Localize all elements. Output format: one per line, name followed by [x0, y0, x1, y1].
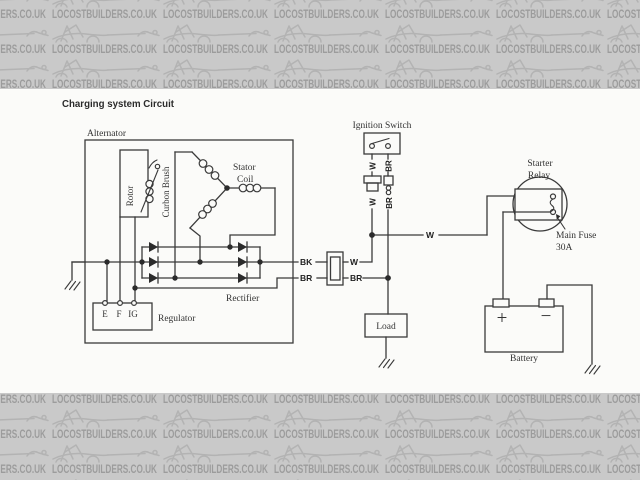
diode-icon — [149, 256, 159, 268]
ignition-switch-label: Ignition Switch — [353, 121, 412, 131]
diode-icon — [238, 241, 248, 253]
battery-negative-wire — [546, 284, 593, 365]
terminal-ig-label: IG — [128, 309, 138, 319]
wire-label-w: W — [369, 198, 378, 206]
diode-icon — [238, 272, 248, 284]
ground-icon — [64, 261, 86, 291]
starter-relay-label-line1: Starter — [527, 159, 553, 169]
junction-dots — [104, 232, 391, 291]
wire-label-br: BR — [300, 273, 312, 283]
stator-coil-symbol — [174, 151, 276, 229]
wire-label-br: BR — [385, 160, 394, 172]
diode-icon — [149, 272, 159, 284]
page-title: Charging system Circuit — [62, 99, 175, 110]
regulator-symbol — [92, 216, 153, 331]
ignition-switch: Ignition Switch W W BR BR — [353, 121, 412, 279]
starter-relay: Starter Relay Main Fuse 30A — [502, 159, 596, 253]
load-label: Load — [376, 322, 396, 332]
wire-label-bk: BK — [300, 257, 313, 267]
stator-label-line2: Coil — [237, 175, 254, 185]
stator-label-line1: Stator — [233, 163, 257, 173]
alternator-box — [84, 139, 294, 344]
main-fuse-label-line1: Main Fuse — [556, 231, 596, 241]
load: Load — [364, 277, 408, 369]
output-connector-section: BK BR W BR — [300, 234, 389, 286]
alternator-assembly: Alternator Rotor Curbon Brush — [64, 129, 299, 344]
wire-label-w: W — [369, 162, 378, 170]
rotor-symbol — [119, 149, 161, 218]
ground-icon — [584, 364, 601, 375]
bullet-connector-icon — [383, 175, 394, 196]
alternator-label: Alternator — [87, 129, 127, 139]
battery: + − Battery — [484, 211, 601, 375]
diode-icon — [149, 241, 159, 253]
battery-minus-terminal: − — [541, 306, 552, 327]
watermark-banner-top — [0, 0, 640, 89]
main-fuse-label-line2: 30A — [556, 243, 573, 253]
fuse-callout-arrow — [556, 214, 566, 230]
rectifier-label: Rectifier — [226, 293, 260, 304]
wire-label-w: W — [350, 257, 359, 267]
charging-circuit-diagram: Alternator Rotor Curbon Brush — [64, 121, 601, 375]
ground-icon — [378, 358, 395, 369]
starter-relay-box — [514, 188, 563, 221]
battery-plus-terminal: + — [497, 308, 508, 329]
watermark-banner-bottom — [0, 393, 640, 480]
terminal-e-label: E — [102, 309, 108, 319]
bullet-connector-icon — [363, 175, 382, 192]
starter-relay-circle — [512, 176, 568, 232]
rotor-label: Rotor — [125, 186, 135, 207]
connector-2pin — [326, 251, 344, 286]
switch-blade-icon — [371, 137, 390, 145]
regulator-label: Regulator — [158, 314, 196, 324]
starter-relay-label-line2: Relay — [528, 171, 550, 181]
stator-phase-wires — [174, 151, 276, 279]
carbon-brush-label: Curbon Brush — [161, 166, 171, 217]
diode-icon — [238, 256, 248, 268]
ignition-switch-box — [363, 132, 401, 155]
br-output-wire — [134, 277, 299, 289]
wire-label-w: W — [426, 230, 435, 240]
wire-label-br: BR — [385, 197, 394, 209]
main-fuse-icon — [549, 198, 555, 213]
battery-box — [484, 305, 564, 353]
terminal-f-label: F — [116, 309, 121, 319]
battery-label: Battery — [510, 354, 538, 364]
wire-label-br: BR — [350, 273, 362, 283]
